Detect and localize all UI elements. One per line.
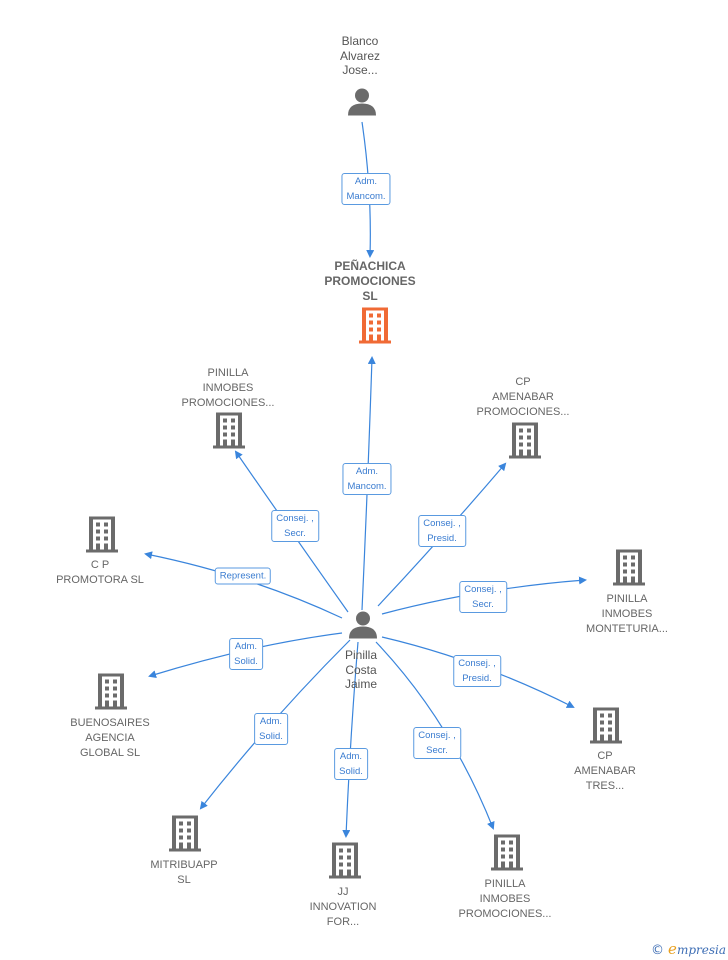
building-icon[interactable]: [509, 422, 541, 464]
copyright-icon: ©: [651, 943, 665, 958]
company-label-monteturia: PINILLA INMOBES MONTETURIA...: [586, 593, 668, 635]
building-icon[interactable]: [590, 707, 622, 749]
edge-label-center-to-pinilla-prom-1[interactable]: Consej. , Secr.: [271, 510, 319, 542]
brand-initial: e: [668, 940, 677, 958]
edge-label-center-to-jj-innovation[interactable]: Adm. Solid.: [334, 748, 368, 780]
company-label-jj-innovation: JJ INNOVATION FOR...: [309, 886, 377, 928]
edge-label-center-to-pinilla-prom-2[interactable]: Consej. , Secr.: [413, 727, 461, 759]
edge-label-center-to-mitribuapp[interactable]: Adm. Solid.: [254, 713, 288, 745]
edge-label-center-to-cp-amenabar-tres[interactable]: Consej. , Presid.: [453, 655, 501, 687]
company-label-pinilla-prom-1: PINILLA INMOBES PROMOCIONES...: [181, 367, 275, 409]
edge-label-center-to-focus[interactable]: Adm. Mancom.: [342, 463, 392, 495]
person-icon[interactable]: [348, 611, 378, 644]
company-label-buenosaires: BUENOSAIRES AGENCIA GLOBAL SL: [70, 717, 150, 759]
building-icon[interactable]: [329, 842, 361, 884]
company-label-cp-amenabar-prom: CP AMENABAR PROMOCIONES...: [476, 376, 570, 418]
building-icon[interactable]: [491, 834, 523, 876]
brand-logo[interactable]: ©empresia: [651, 940, 726, 958]
brand-name: mpresia: [676, 943, 726, 957]
building-icon[interactable]: [86, 516, 118, 558]
building-icon[interactable]: [359, 307, 391, 349]
person-icon[interactable]: [347, 88, 377, 121]
edge-center-to-jj-innovation: [342, 641, 359, 838]
company-label-pinilla-prom-2: PINILLA INMOBES PROMOCIONES...: [458, 878, 552, 920]
building-icon[interactable]: [169, 815, 201, 857]
person-label-top: Blanco Alvarez Jose...: [339, 34, 381, 77]
building-icon[interactable]: [213, 412, 245, 454]
building-icon[interactable]: [613, 549, 645, 591]
edge-label-center-to-cp-amenabar-prom[interactable]: Consej. , Presid.: [418, 515, 466, 547]
edge-label-top-to-focus[interactable]: Adm. Mancom.: [341, 173, 391, 205]
company-label-mitribuapp: MITRIBUAPP SL: [150, 859, 218, 886]
edge-label-center-to-monteturia[interactable]: Consej. , Secr.: [459, 581, 507, 613]
edge-label-center-to-buenosaires[interactable]: Adm. Solid.: [229, 638, 263, 670]
company-label-cp-amenabar-tres: CP AMENABAR TRES...: [574, 750, 636, 792]
edge-center-to-cp-promotora: [144, 551, 343, 619]
edge-label-center-to-cp-promotora[interactable]: Represent.: [214, 567, 272, 585]
building-icon[interactable]: [95, 673, 127, 715]
company-label-cp-promotora: C P PROMOTORA SL: [56, 559, 144, 586]
focus-company-label: PEÑACHICA PROMOCIONES SL: [324, 259, 416, 303]
person-label-center: Pinilla Costa Jaime: [344, 648, 378, 691]
